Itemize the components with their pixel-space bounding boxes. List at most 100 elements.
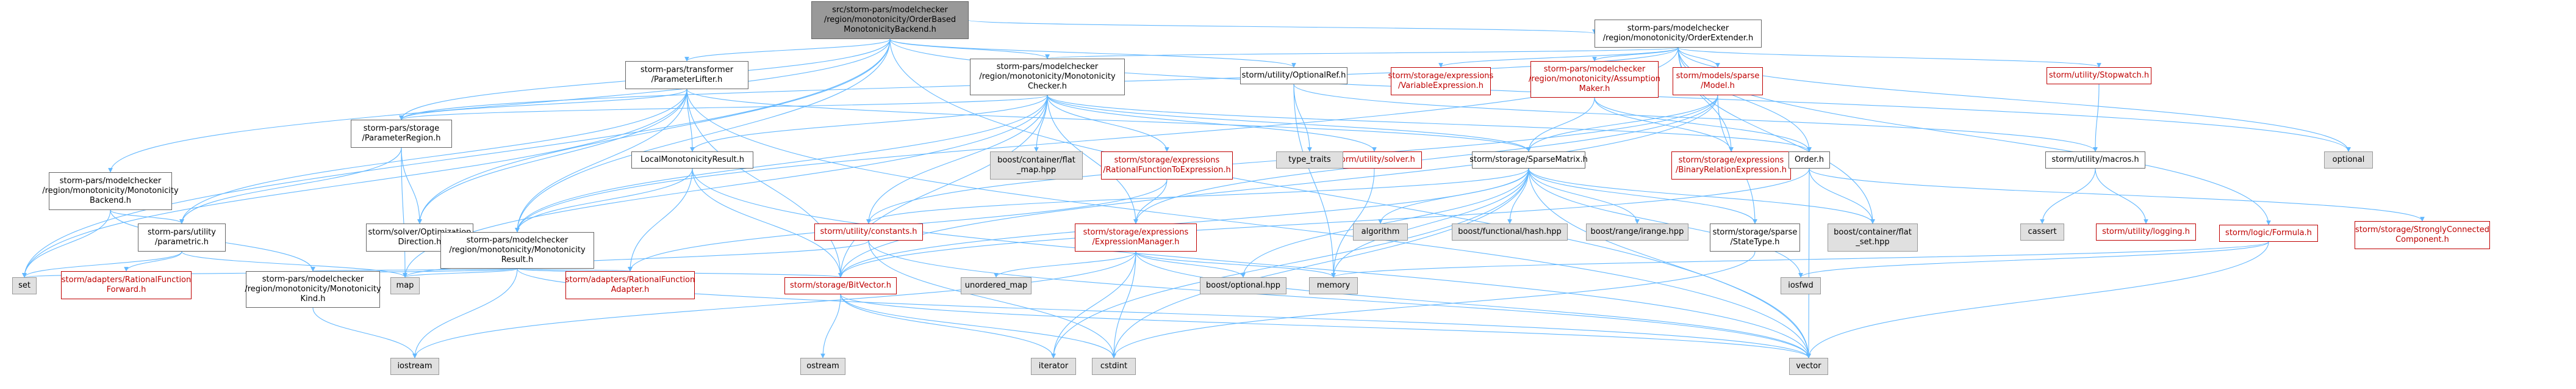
edge-root-to-vector [889,38,1811,358]
edge-paramlifter-to-sparsematrix [686,89,1531,152]
edge-monochecker-to-sparsematrix [1047,95,1531,152]
edge-localmono-to-monoresult [515,168,693,233]
edge-sparsematrix-to-boostoptional [1241,168,1529,278]
edge-optionalref-to-typetraits [1293,84,1312,152]
node-optional-ref[interactable]: storm/utility/OptionalRef.h [1240,67,1347,84]
edge-bitvector-to-iterator [840,294,1056,358]
edge-macros-to-logging [2095,168,2148,224]
edge-monochecker-to-exprmgr [1047,95,1138,224]
edge-exprmgr-to-vector [1135,251,1811,358]
edge-sparsemodel-to-sparsematrix [1526,95,1718,152]
edge-sparsematrix-to-iosfwd [1528,168,1803,278]
node-bit-vector[interactable]: storm/storage/BitVector.h [784,277,897,294]
edge-order-to-flatset [1809,168,1875,224]
edge-monochecker-to-monoresult [515,95,1048,233]
node-logging[interactable]: storm/utility/logging.h [2096,224,2196,241]
edge-orderext-to-monochecker [1045,47,1679,59]
node-state-type[interactable]: storm/storage/sparse /StateType.h [1710,224,1800,252]
node-assumption-maker[interactable]: storm-pars/modelchecker /region/monotoni… [1529,61,1660,98]
node-map: map [390,277,420,294]
node-set: set [12,277,37,294]
node-binary-relation-expression[interactable]: storm/storage/expressions /BinaryRelatio… [1671,151,1791,180]
node-macros[interactable]: storm/utility/macros.h [2045,151,2145,169]
edge-sparsemodel-to-bitvector [838,95,1718,278]
node-rational-function-forward[interactable]: storm/adapters/RationalFunction Forward.… [61,271,192,299]
node-stopwatch[interactable]: storm/utility/Stopwatch.h [2047,67,2151,84]
edge-paramregion-to-parametric [179,147,402,224]
node-order[interactable]: Order.h [1788,151,1830,169]
edge-paramlifter-to-set [22,89,687,278]
node-unordered-map: unordered_map [961,277,1031,294]
node-cstdint: cstdint [1092,358,1136,375]
node-algorithm: algorithm [1353,224,1408,241]
edge-exprmgr-to-boostoptional [1135,251,1246,278]
edge-paramlifter-to-solverdir [417,89,687,224]
node-memory: memory [1309,277,1358,294]
edge-bitvector-to-cstdint [840,294,1116,358]
edge-sparsematrix-to-bitvector [838,168,1529,278]
edge-logicformula-to-memory [1331,241,2269,278]
node-sparse-matrix[interactable]: storm/storage/SparseMatrix.h [1469,151,1588,169]
edge-monokind-to-iostream [312,307,417,358]
edge-orderext-to-order [1677,47,1812,152]
node-sparse-model[interactable]: storm/models/sparse /Model.h [1673,67,1763,95]
edge-sparsematrix-to-statetype [1528,168,1757,224]
edge-paramlifter-to-bitvector [686,89,843,278]
node-orderbased-monotonicity-backend[interactable]: src/storm-pars/modelchecker /region/mono… [811,1,969,39]
edge-monoresult-to-ratadapter [517,266,633,272]
node-expression-manager[interactable]: storm/storage/expressions /ExpressionMan… [1075,224,1197,252]
node-rational-function-to-expression[interactable]: storm/storage/expressions /RationalFunct… [1101,151,1233,180]
node-parameter-region[interactable]: storm-pars/storage /ParameterRegion.h [351,120,452,148]
node-monotonicity-result[interactable]: storm-pars/modelchecker /region/monotoni… [440,232,594,269]
edge-monochecker-to-solver [1047,95,1377,152]
edge-root-to-orderext [968,20,1597,34]
edge-root-to-paramlifter [684,38,891,62]
node-logic-formula[interactable]: storm/logic/Formula.h [2219,225,2318,242]
edge-sparsematrix-to-cstdint [1111,168,1529,358]
edge-orderext-to-varexpr [1438,47,1679,68]
node-parametric[interactable]: storm-pars/utility /parametric.h [138,224,226,252]
node-local-monotonicity-result[interactable]: LocalMonotonicityResult.h [631,151,753,169]
edge-exprmgr-to-memory [1135,251,1336,278]
node-constants[interactable]: storm/utility/constants.h [814,224,923,241]
edge-monobackend-to-parametric [110,209,184,224]
edge-sparsematrix-to-constants [866,168,1529,224]
edge-paramregion-to-map [401,147,407,278]
node-parameter-lifter[interactable]: storm-pars/transformer /ParameterLifter.… [625,61,748,89]
node-iterator: iterator [1031,358,1076,375]
node-boost-range-irange: boost/range/irange.hpp [1586,224,1688,241]
edge-ratfunc-to-exprmgr [1133,179,1168,224]
edge-orderext-to-assumption [1592,47,1679,62]
edge-root-to-solverdir [417,38,891,224]
edge-optionalref-to-memory [1293,84,1336,278]
node-variable-expression[interactable]: storm/storage/expressions /VariableExpre… [1388,67,1493,95]
node-monotonicity-kind[interactable]: storm-pars/modelchecker /region/monotoni… [245,271,381,308]
node-monotonicity-backend[interactable]: storm-pars/modelchecker /region/monotoni… [42,172,179,210]
edge-stopwatch-to-macros [2093,84,2100,152]
edge-optionalref-to-macros [1293,84,2098,152]
edge-sparsemodel-to-exprmgr [1133,95,1718,224]
node-cassert: cassert [2020,224,2064,241]
node-boost-flat-set: boost/container/flat _set.hpp [1828,224,1918,252]
edge-monochecker-to-order [1047,95,1812,152]
edge-parametric-to-map [181,251,407,278]
node-rational-function-adapter[interactable]: storm/adapters/RationalFunction Adapter.… [565,271,695,299]
edge-monoresult-to-iostream [412,268,518,358]
edge-order-to-scc [1809,168,2425,222]
node-strongly-connected-component[interactable]: storm/storage/StronglyConnected Componen… [2355,221,2490,249]
node-order-extender[interactable]: storm-pars/modelchecker /region/monotoni… [1595,20,1762,48]
node-boost-functional-hash: boost/functional/hash.hpp [1452,224,1568,241]
node-vector: vector [1789,358,1828,375]
edge-sparsematrix-to-flatset [1528,168,1875,224]
edge-root-to-monobackend [108,38,891,173]
edge-monoresult-to-monokind [311,266,518,272]
edge-sparsematrix-to-iterator [1051,168,1529,358]
edge-exprmgr-to-iterator [1051,251,1136,358]
edge-orderext-to-sparsemodel [1677,47,1720,68]
edge-orderext-to-stopwatch [1677,47,2101,68]
edge-paramlifter-to-parametric [179,89,687,224]
edge-sparsematrix-to-range [1528,168,1640,224]
edge-macros-to-cassert [2040,168,2096,224]
node-monotonicity-checker[interactable]: storm-pars/modelchecker /region/monotoni… [970,59,1125,95]
